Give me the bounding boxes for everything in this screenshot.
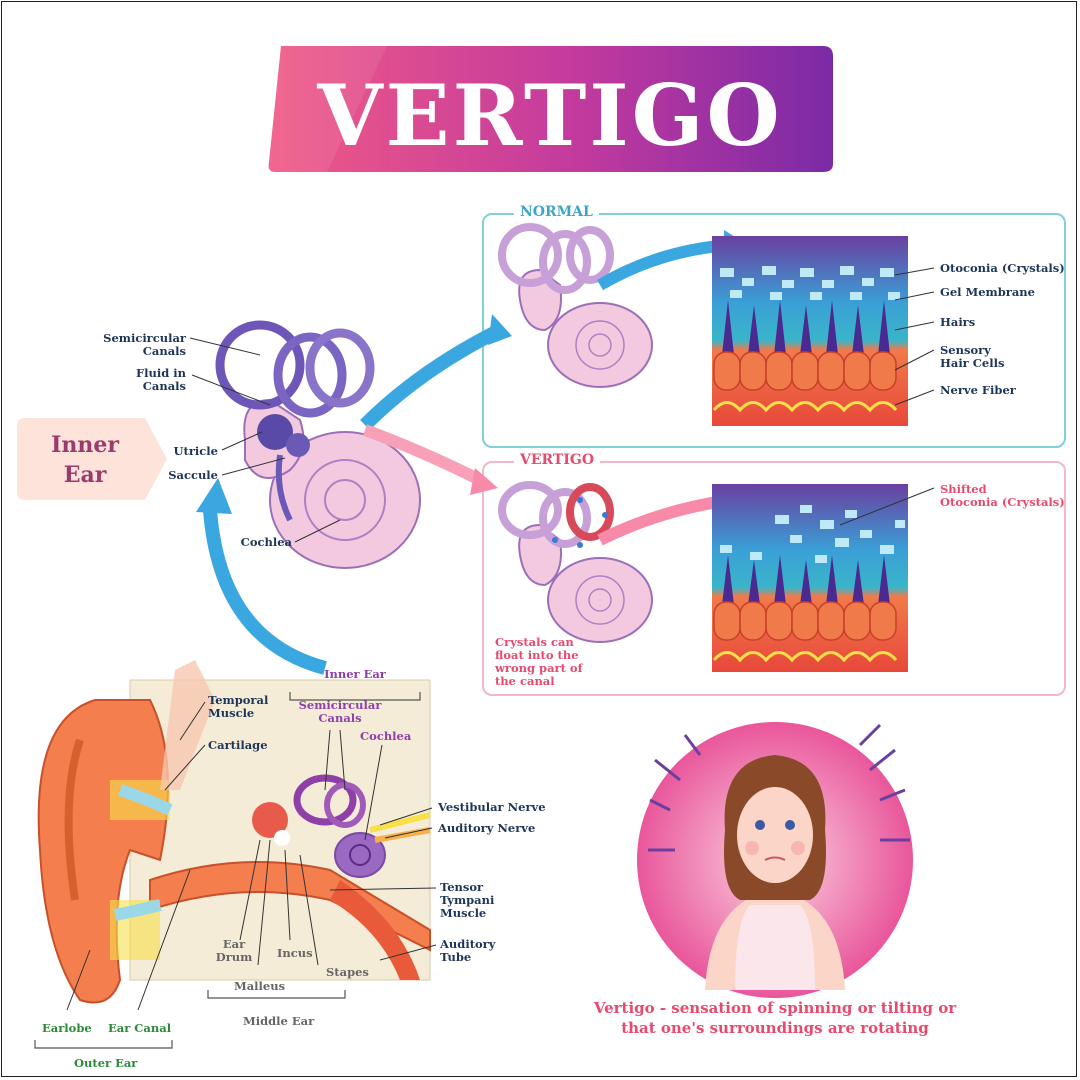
label-anatomy-semicircular: Semicircular Canals [298,698,382,725]
label-middle-ear: Middle Ear [243,1014,315,1028]
label-hairs: Hairs [940,315,976,329]
label-ear-drum: Ear Drum [215,937,253,964]
normal-panel: NORMAL [482,204,1066,448]
label-inner-ear-group: Inner Ear [324,667,386,681]
label-cochlea: Cochlea [240,535,292,549]
label-ear-canal: Ear Canal [108,1021,172,1035]
label-sensory-hair-cells: Sensory Hair Cells [940,343,1005,370]
label-vestibular-nerve: Vestibular Nerve [438,800,546,814]
label-nerve-fiber: Nerve Fiber [940,383,1016,397]
label-otoconia: Otoconia (Crystals) [940,261,1065,275]
vertigo-person-illustration [637,722,913,998]
normal-panel-title: NORMAL [514,204,599,220]
arrow-to-vertigo [362,424,483,486]
label-earlobe: Earlobe [42,1021,92,1035]
arrow-to-normal [360,323,504,430]
label-auditory-tube: Auditory Tube [440,937,496,964]
inner-ear-illustration [215,320,421,569]
title-banner-shape [268,46,833,172]
inner-ear-tag-line2: Ear [63,462,107,488]
label-saccule: Saccule [168,468,218,482]
normal-cell-diagram [712,236,908,426]
arrow-from-ear [203,509,327,675]
label-outer-ear: Outer Ear [74,1056,138,1070]
label-semicircular-canals: Semicircular Canals [103,331,186,358]
label-gel-membrane: Gel Membrane [940,285,1035,299]
label-malleus: Malleus [234,979,286,993]
label-auditory-nerve: Auditory Nerve [438,821,536,835]
label-stapes: Stapes [326,965,369,979]
label-shifted-otoconia: Shifted Otoconia (Crystals) [940,482,1065,509]
vertigo-panel: VERTIGO [482,452,1066,696]
label-crystals-note: Crystals can float into the wrong part o… [495,635,583,688]
vertigo-panel-title: VERTIGO [514,452,601,468]
label-anatomy-cochlea: Cochlea [360,729,412,743]
ear-anatomy-illustration [37,660,431,1004]
page-title: VERTIGO [317,66,783,165]
label-cartilage: Cartilage [208,738,268,752]
label-fluid-in-canals: Fluid in Canals [135,366,186,393]
label-utricle: Utricle [173,444,218,458]
title-banner: VERTIGO [267,42,833,172]
inner-ear-tag-shape [17,418,167,500]
label-tensor-tympani: Tensor Tympani Muscle [440,880,495,920]
normal-ear-illustration [498,223,653,388]
inner-ear-tag-line1: Inner [51,432,119,458]
label-incus: Incus [277,946,313,960]
vertigo-ear-illustration [498,481,653,643]
label-temporal-muscle: Temporal Muscle [208,693,269,720]
vertigo-cell-diagram [712,484,908,672]
vertigo-caption: Vertigo - sensation of spinning or tilti… [593,999,957,1037]
inner-ear-tag: Inner Ear [17,418,167,500]
